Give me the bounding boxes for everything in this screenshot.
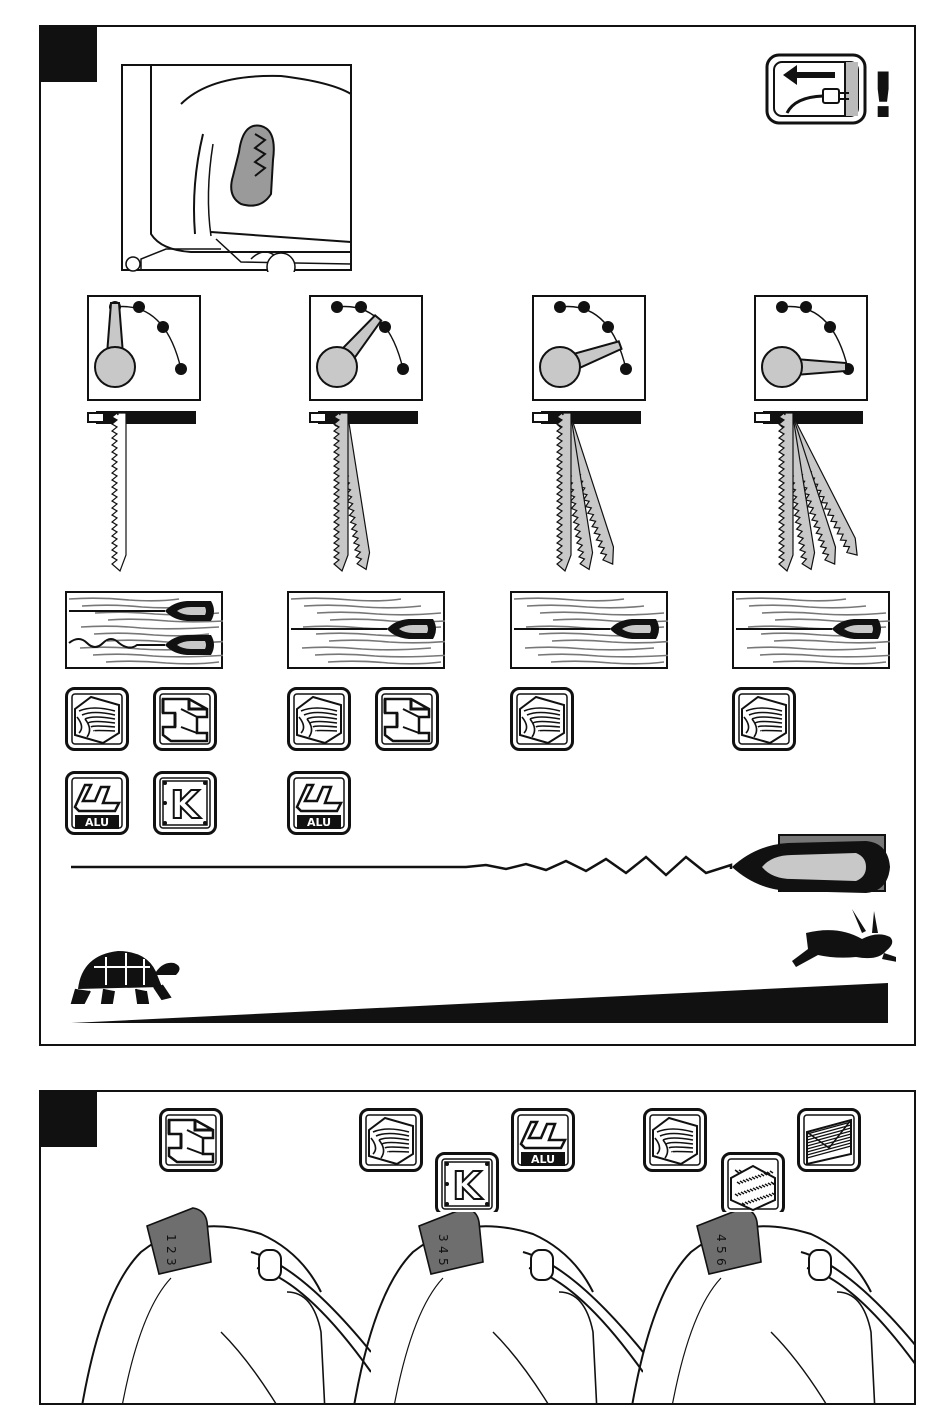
- speed-ramp-section: [66, 827, 896, 1037]
- lever-detent-dot: [602, 321, 614, 333]
- lever-position-dial: [309, 295, 423, 401]
- lever-detent-dot: [133, 301, 145, 313]
- aluminium-material-icon: ALU: [289, 773, 350, 834]
- blade-swing-diagram: [749, 407, 871, 575]
- cut-line: [71, 857, 731, 875]
- unplug-warning-icon: !: [765, 53, 897, 125]
- wood-material-icon: [289, 689, 350, 750]
- plywood-material-icon: [799, 1110, 860, 1171]
- speed-dial-housing: 4 5 6: [631, 1182, 916, 1405]
- dial-number: 2: [164, 1246, 178, 1254]
- speed-dial-wheel: [419, 1208, 483, 1274]
- k-letter: K: [170, 783, 201, 827]
- dial-number: 5: [714, 1246, 728, 1254]
- lever-pivot: [540, 347, 580, 387]
- tortoise-slow-icon: [72, 951, 180, 1003]
- steel-material-icon: [377, 689, 438, 750]
- lever-detent-dot: [824, 321, 836, 333]
- speed-ramp-wedge: [71, 983, 888, 1023]
- speed-dial-housing: 1 2 3: [81, 1182, 371, 1405]
- wood-material-icon: [645, 1110, 706, 1171]
- switch-trigger: [531, 1250, 553, 1280]
- wood-material-icon: [734, 689, 795, 750]
- lever-pivot: [762, 347, 802, 387]
- material-badge-group: [510, 687, 680, 847]
- figure-panel-top: ! ALU K ALU: [39, 25, 916, 1046]
- dial-number: 5: [436, 1258, 450, 1266]
- workpiece-cut-diagram: [732, 591, 890, 669]
- material-badge-group: ALU: [287, 687, 457, 847]
- hare-fast-icon: [792, 909, 896, 967]
- saw-blade: [112, 413, 126, 571]
- lever-detent-dot: [175, 363, 187, 375]
- lever-detent-dot: [157, 321, 169, 333]
- lever-detent-dot: [800, 301, 812, 313]
- speed-dial-wheel: [697, 1208, 761, 1274]
- workpiece-cut-diagram: [510, 591, 668, 669]
- lever-detent-dot: [554, 301, 566, 313]
- lever-detent-dot: [397, 363, 409, 375]
- alu-label: ALU: [307, 816, 331, 829]
- lever-detent-dot: [355, 301, 367, 313]
- plastic-material-icon: K: [155, 773, 216, 834]
- dial-number: 6: [714, 1258, 728, 1266]
- orbital-lever-inset: [121, 64, 353, 272]
- speed-dial-wheel: [147, 1208, 211, 1274]
- lever-pivot: [317, 347, 357, 387]
- wood-material-icon: [512, 689, 573, 750]
- dial-number: 4: [714, 1234, 728, 1242]
- dial-number: 1: [164, 1234, 178, 1242]
- lever-position-dial: [532, 295, 646, 401]
- switch-trigger: [809, 1250, 831, 1280]
- saw-blade: [334, 413, 348, 571]
- lever-position-dial: [754, 295, 868, 401]
- material-badge-group: [732, 687, 902, 847]
- wood-material-icon: [67, 689, 128, 750]
- switch-trigger: [259, 1250, 281, 1280]
- alu-label: ALU: [85, 816, 109, 829]
- saw-blade: [779, 413, 793, 571]
- dial-number: 3: [436, 1234, 450, 1242]
- saw-blade: [557, 413, 571, 571]
- workpiece-cut-diagram: [287, 591, 445, 669]
- blade-swing-diagram: [304, 407, 426, 575]
- dial-number: 3: [164, 1258, 178, 1266]
- dial-number: 4: [436, 1246, 450, 1254]
- aluminium-material-icon: ALU: [67, 773, 128, 834]
- lever-detent-dot: [620, 363, 632, 375]
- blade-swing-diagram: [527, 407, 649, 575]
- lever-position-dial: [87, 295, 201, 401]
- lever-detent-dot: [776, 301, 788, 313]
- steel-material-icon: [155, 689, 216, 750]
- material-badge-group: ALU K: [65, 687, 235, 847]
- workpiece-cut-diagram: [65, 591, 223, 669]
- lever-detent-dot: [578, 301, 590, 313]
- lever-pivot: [95, 347, 135, 387]
- speed-dial-housing: 3 4 5: [353, 1182, 643, 1405]
- blade-swing-diagram: [82, 407, 204, 575]
- exclamation-mark: !: [869, 59, 897, 125]
- figure-number-box: [41, 27, 97, 82]
- lever-detent-dot: [331, 301, 343, 313]
- chipboard-material-icon: [723, 1154, 784, 1213]
- dial-material-badges: [41, 1092, 916, 1212]
